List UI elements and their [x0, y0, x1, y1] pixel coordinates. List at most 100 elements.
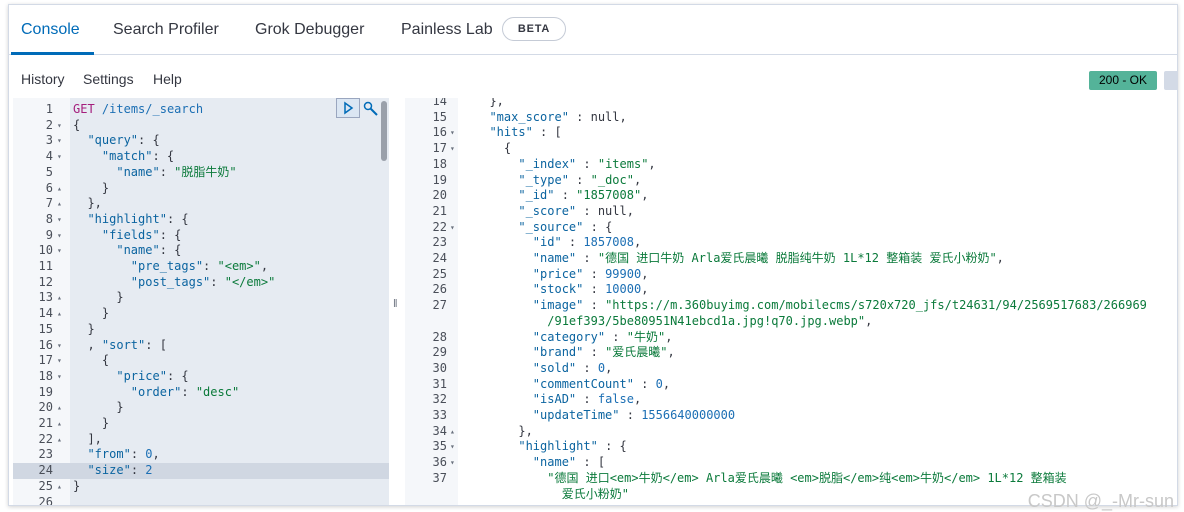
code-text: "query": {	[87, 133, 160, 148]
line-number: 34	[432, 423, 447, 438]
fold-toggle-icon[interactable]: ▴	[57, 481, 62, 491]
fold-toggle-icon[interactable]: ▾	[450, 222, 455, 232]
line-number: 21	[432, 203, 447, 218]
code-text: }	[73, 478, 81, 493]
response-line: 32 "isAD" : false,	[405, 392, 1177, 408]
resize-handle-icon[interactable]: ‖	[393, 298, 398, 310]
fold-toggle-icon[interactable]: ▾	[57, 152, 62, 162]
response-line: 34▴ },	[405, 424, 1177, 440]
fold-toggle-icon[interactable]: ▾	[57, 371, 62, 381]
code-text: "order": "desc"	[130, 384, 240, 399]
fold-toggle-icon[interactable]: ▾	[57, 356, 62, 366]
fold-toggle-icon[interactable]: ▴	[57, 419, 62, 428]
code-text: "pre_tags": "<em>",	[130, 259, 269, 273]
fold-toggle-icon[interactable]: ▾	[57, 120, 62, 130]
request-line: 24 "size": 2	[13, 463, 389, 479]
line-number: 21	[38, 416, 53, 430]
code-text: }	[73, 290, 124, 305]
line-number: 25	[38, 478, 53, 493]
fold-toggle-icon[interactable]: ▴	[57, 403, 62, 413]
response-line: 25 "price" : 99900,	[405, 267, 1177, 283]
request-line: 11 "pre_tags": "<em>",	[13, 259, 389, 275]
fold-toggle-icon[interactable]: ▾	[57, 214, 62, 224]
response-line: 30 "sold" : 0,	[405, 361, 1177, 377]
line-number: 3	[45, 133, 53, 148]
line-number: 8	[45, 211, 53, 226]
response-line: 28 "category" : "牛奶",	[405, 330, 1177, 346]
code-text: "max_score" : null,	[489, 109, 627, 124]
fold-toggle-icon[interactable]: ▴	[57, 309, 62, 319]
request-line: 26	[13, 495, 389, 506]
fold-toggle-icon[interactable]: ▴	[57, 183, 62, 193]
request-scrollbar[interactable]	[381, 101, 387, 161]
fold-toggle-icon[interactable]: ▾	[450, 442, 455, 452]
menu-history[interactable]: History	[21, 71, 65, 87]
dev-tools-window: Console Search Profiler Grok Debugger Pa…	[8, 4, 1178, 506]
line-number: 16	[432, 125, 447, 140]
line-number: 14	[432, 98, 447, 108]
response-viewer: 14 },15 "max_score" : null,16▾ "hits" : …	[405, 98, 1177, 505]
line-number: 24	[38, 463, 53, 478]
line-number: 15	[432, 109, 447, 124]
tab-search-profiler[interactable]: Search Profiler	[113, 21, 219, 38]
response-line: 16▾ "hits" : [	[405, 125, 1177, 141]
line-number: 9	[45, 227, 53, 242]
fold-toggle-icon[interactable]: ▾	[450, 458, 455, 468]
line-number: 7	[45, 196, 53, 211]
code-text: "match": {	[101, 149, 175, 164]
code-text: "price" : 99900,	[532, 266, 649, 281]
line-number: 22	[432, 219, 447, 234]
line-number: 20	[38, 400, 53, 415]
fold-toggle-icon[interactable]: ▾	[450, 128, 455, 138]
tab-grok-debugger[interactable]: Grok Debugger	[255, 21, 365, 38]
request-line: 23 "from": 0,	[13, 447, 389, 463]
request-line: 5 "name": "脱脂牛奶"	[13, 165, 389, 181]
code-text: "updateTime" : 1556640000000	[532, 408, 736, 422]
code-text: {	[73, 353, 110, 368]
menu-settings[interactable]: Settings	[83, 71, 134, 87]
line-number: 31	[432, 376, 447, 391]
line-number: 18	[38, 368, 53, 383]
response-line: 31 "commentCount" : 0,	[405, 377, 1177, 393]
response-line: 26 "stock" : 10000,	[405, 282, 1177, 298]
play-icon[interactable]	[336, 98, 360, 118]
code-text: ],	[73, 431, 102, 446]
fold-toggle-icon[interactable]: ▴	[450, 426, 455, 436]
line-number: 37	[432, 470, 447, 485]
line-number: 14	[38, 306, 53, 321]
tab-bar: Console Search Profiler Grok Debugger Pa…	[9, 5, 1177, 55]
pane-resizer[interactable]: ‖	[393, 98, 403, 505]
fold-toggle-icon[interactable]: ▾	[57, 136, 62, 146]
request-line: 19 "order": "desc"	[13, 385, 389, 401]
response-line: 17▾ {	[405, 141, 1177, 157]
code-text: "name" : [	[532, 455, 606, 470]
fold-toggle-icon[interactable]: ▴	[57, 434, 62, 444]
code-text: "name": {	[116, 243, 182, 258]
request-line: 21▴ }	[13, 416, 389, 432]
line-number: 10	[38, 243, 53, 258]
fold-toggle-icon[interactable]: ▴	[57, 293, 62, 303]
request-line: 8▾ "highlight": {	[13, 212, 389, 228]
code-text: "commentCount" : 0,	[532, 376, 671, 391]
fold-toggle-icon[interactable]: ▾	[450, 144, 455, 154]
wrench-icon[interactable]	[362, 100, 380, 118]
line-number: 1	[45, 102, 53, 116]
menu-help[interactable]: Help	[153, 71, 182, 87]
tab-console[interactable]: Console	[11, 5, 94, 55]
tab-painless-lab[interactable]: Painless Lab	[401, 21, 493, 38]
fold-toggle-icon[interactable]: ▾	[57, 340, 62, 350]
code-text: "from": 0,	[87, 447, 160, 462]
fold-toggle-icon[interactable]: ▴	[57, 199, 62, 209]
code-text: },	[475, 98, 504, 108]
code-text: }	[73, 400, 124, 415]
response-line: /91ef393/5be80951N41ebcd1a.jpg!q70.jpg.w…	[405, 314, 1177, 330]
code-text: "hits" : [	[489, 125, 562, 140]
line-number: 13	[38, 290, 53, 305]
response-line: 37 "德国 进口<em>牛奶</em> Arla爱氏晨曦 <em>脱脂</em…	[405, 471, 1177, 487]
fold-toggle-icon[interactable]: ▾	[57, 246, 62, 256]
fold-toggle-icon[interactable]: ▾	[57, 230, 62, 240]
code-text: "_index" : "items",	[518, 156, 656, 171]
request-line: 18▾ "price": {	[13, 369, 389, 385]
code-text: "post_tags": "</em>"	[130, 274, 276, 289]
